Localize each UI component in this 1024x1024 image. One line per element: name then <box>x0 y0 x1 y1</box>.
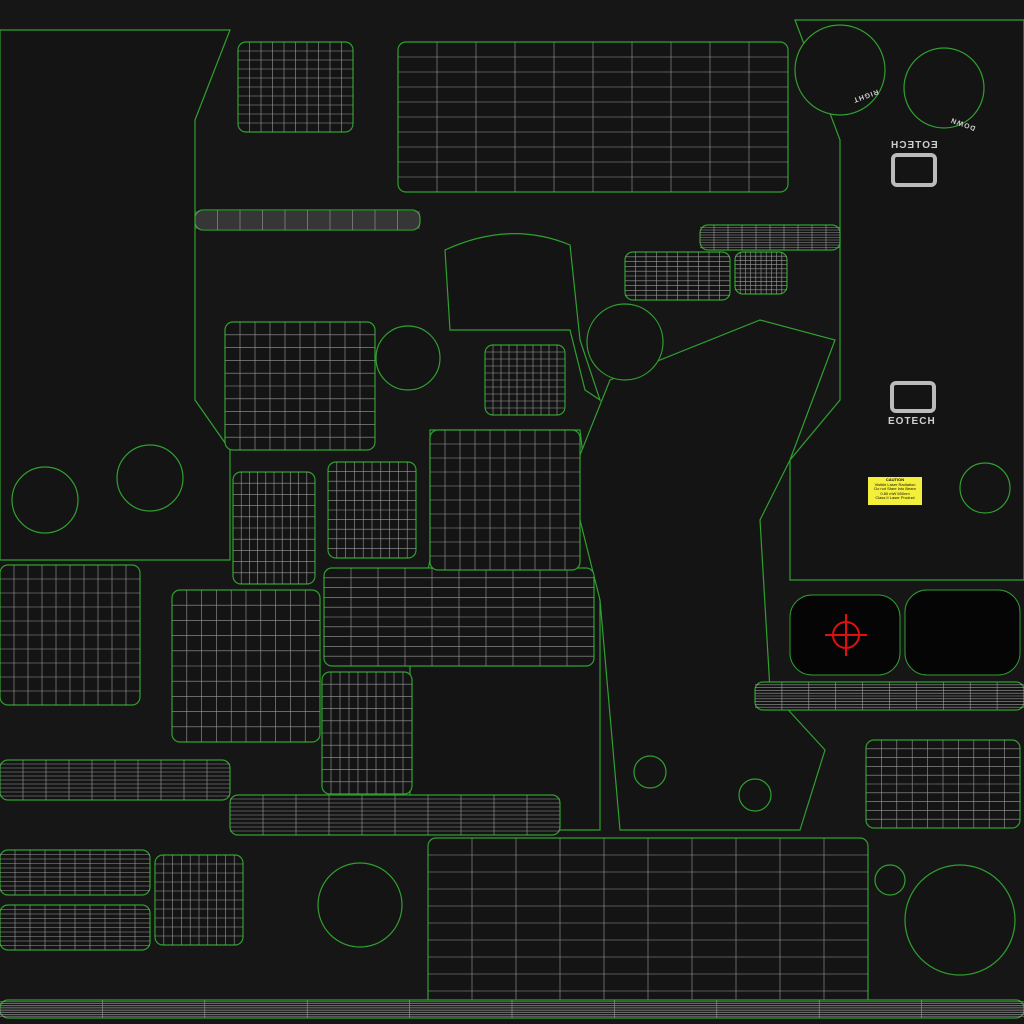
uv-island <box>959 462 1011 514</box>
uv-island <box>0 29 231 561</box>
uv-island <box>11 466 79 534</box>
caution-line: Do not Stare into Beam <box>874 486 916 492</box>
uv-island <box>874 864 906 896</box>
uv-island <box>317 862 403 948</box>
uv-island <box>794 24 886 116</box>
caution-line: 0.80 mW 650nm <box>880 490 910 496</box>
uv-island <box>738 778 772 812</box>
uv-island <box>903 47 985 129</box>
uv-island <box>375 325 441 391</box>
uv-island <box>789 19 1024 581</box>
caution-label: CAUTION Visible Laser Radiation Do not S… <box>868 477 922 505</box>
uv-island <box>586 303 664 381</box>
reticle-icon <box>825 614 867 656</box>
uv-island <box>904 864 1016 976</box>
caution-line: Class II Laser Product <box>875 495 915 501</box>
brand-text: EOTECH <box>888 416 936 427</box>
caution-line: Visible Laser Radiation <box>874 481 916 487</box>
uv-island <box>116 444 184 512</box>
lens-island <box>904 589 1021 676</box>
eotech-logo-icon <box>890 153 937 413</box>
brand-text-mirrored: EOTECH <box>890 140 938 151</box>
uv-island <box>633 755 667 789</box>
uv-island <box>444 233 602 402</box>
caution-title: CAUTION <box>885 477 905 482</box>
